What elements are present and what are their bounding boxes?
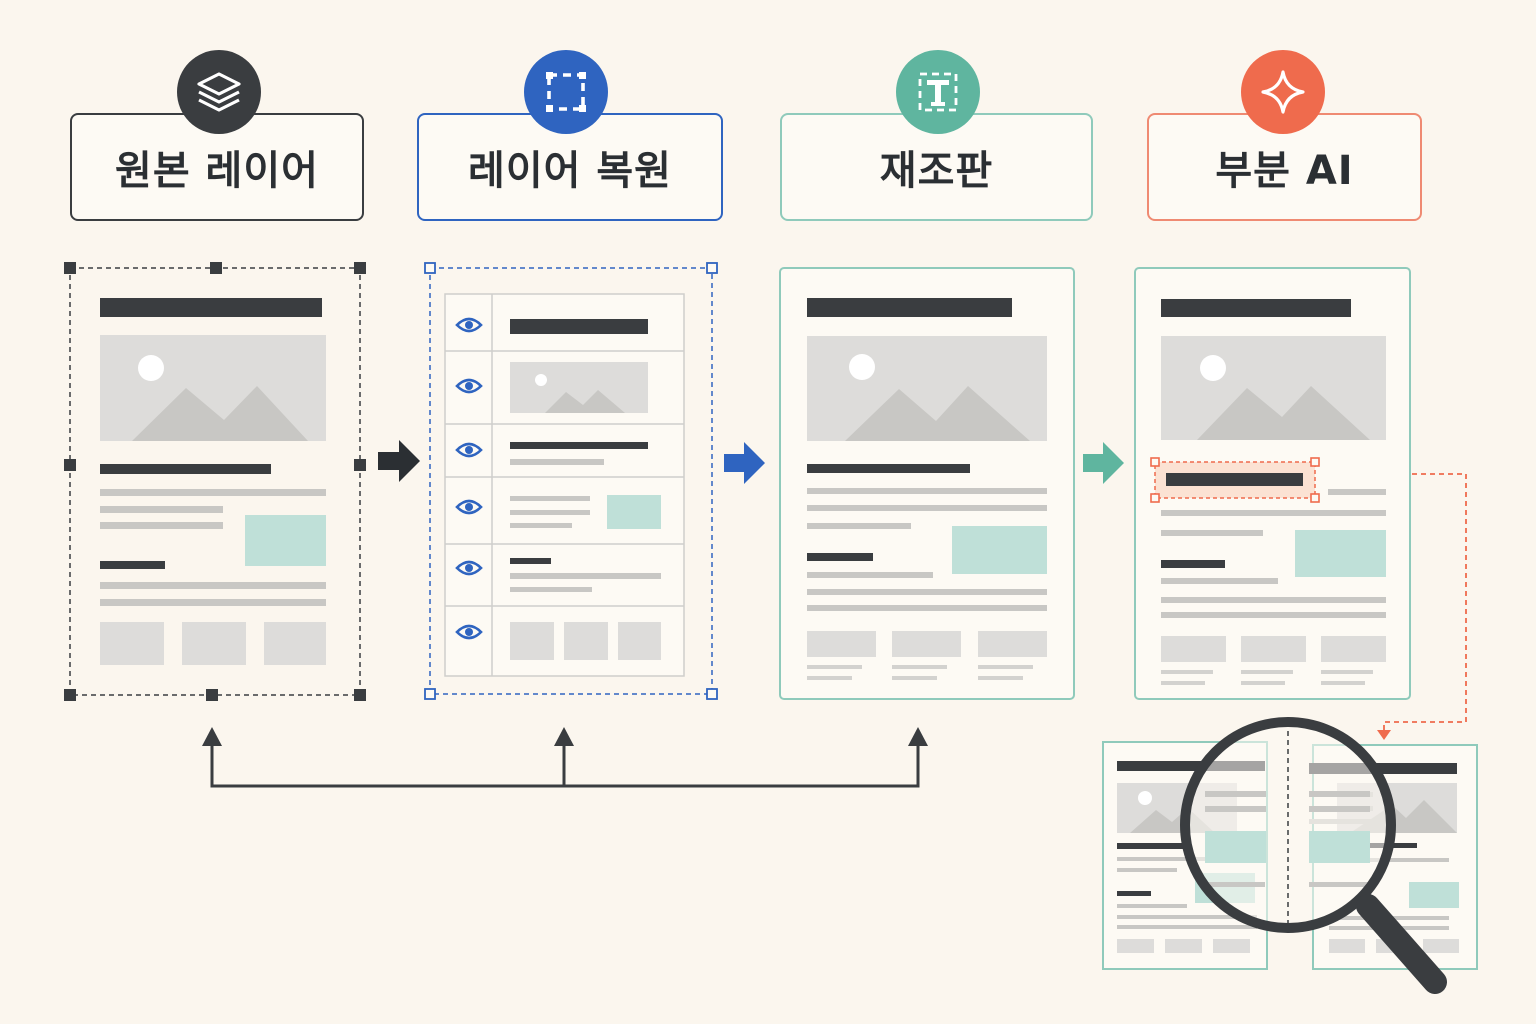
eye-icon[interactable] (455, 317, 483, 333)
arrow-right-icon (1083, 442, 1124, 484)
text-frame-icon (896, 50, 980, 134)
layer-restore-panel (424, 262, 718, 700)
layers-icon (177, 50, 261, 134)
selection-handles (424, 262, 718, 700)
magnified-content (1205, 791, 1370, 887)
zoom-connector-arrow (1377, 473, 1467, 740)
selection-handles (64, 262, 366, 701)
arrow-right-icon (378, 440, 420, 482)
original-layer-document (64, 262, 366, 701)
retypeset-document (779, 267, 1075, 700)
eye-icon[interactable] (455, 624, 483, 640)
eye-icon[interactable] (455, 442, 483, 458)
select-frame-icon (524, 50, 608, 134)
layer-image-thumbnail (510, 362, 648, 413)
image-placeholder (1161, 336, 1386, 440)
sparkle-icon (1241, 50, 1325, 134)
image-placeholder (807, 336, 1047, 441)
eye-icon[interactable] (455, 378, 483, 394)
eye-icon[interactable] (455, 560, 483, 576)
ai-target-selection[interactable] (1150, 457, 1320, 503)
arrow-right-icon (724, 442, 765, 484)
stage-label-partial-ai: 부분 AI (1147, 113, 1422, 221)
magnifier-icon (1180, 717, 1447, 994)
feedback-bracket-arrows (202, 727, 928, 788)
stage-label-layer-restore: 레이어 복원 (417, 113, 723, 221)
image-placeholder (100, 335, 326, 441)
eye-icon[interactable] (455, 499, 483, 515)
partial-ai-document (1134, 267, 1411, 700)
